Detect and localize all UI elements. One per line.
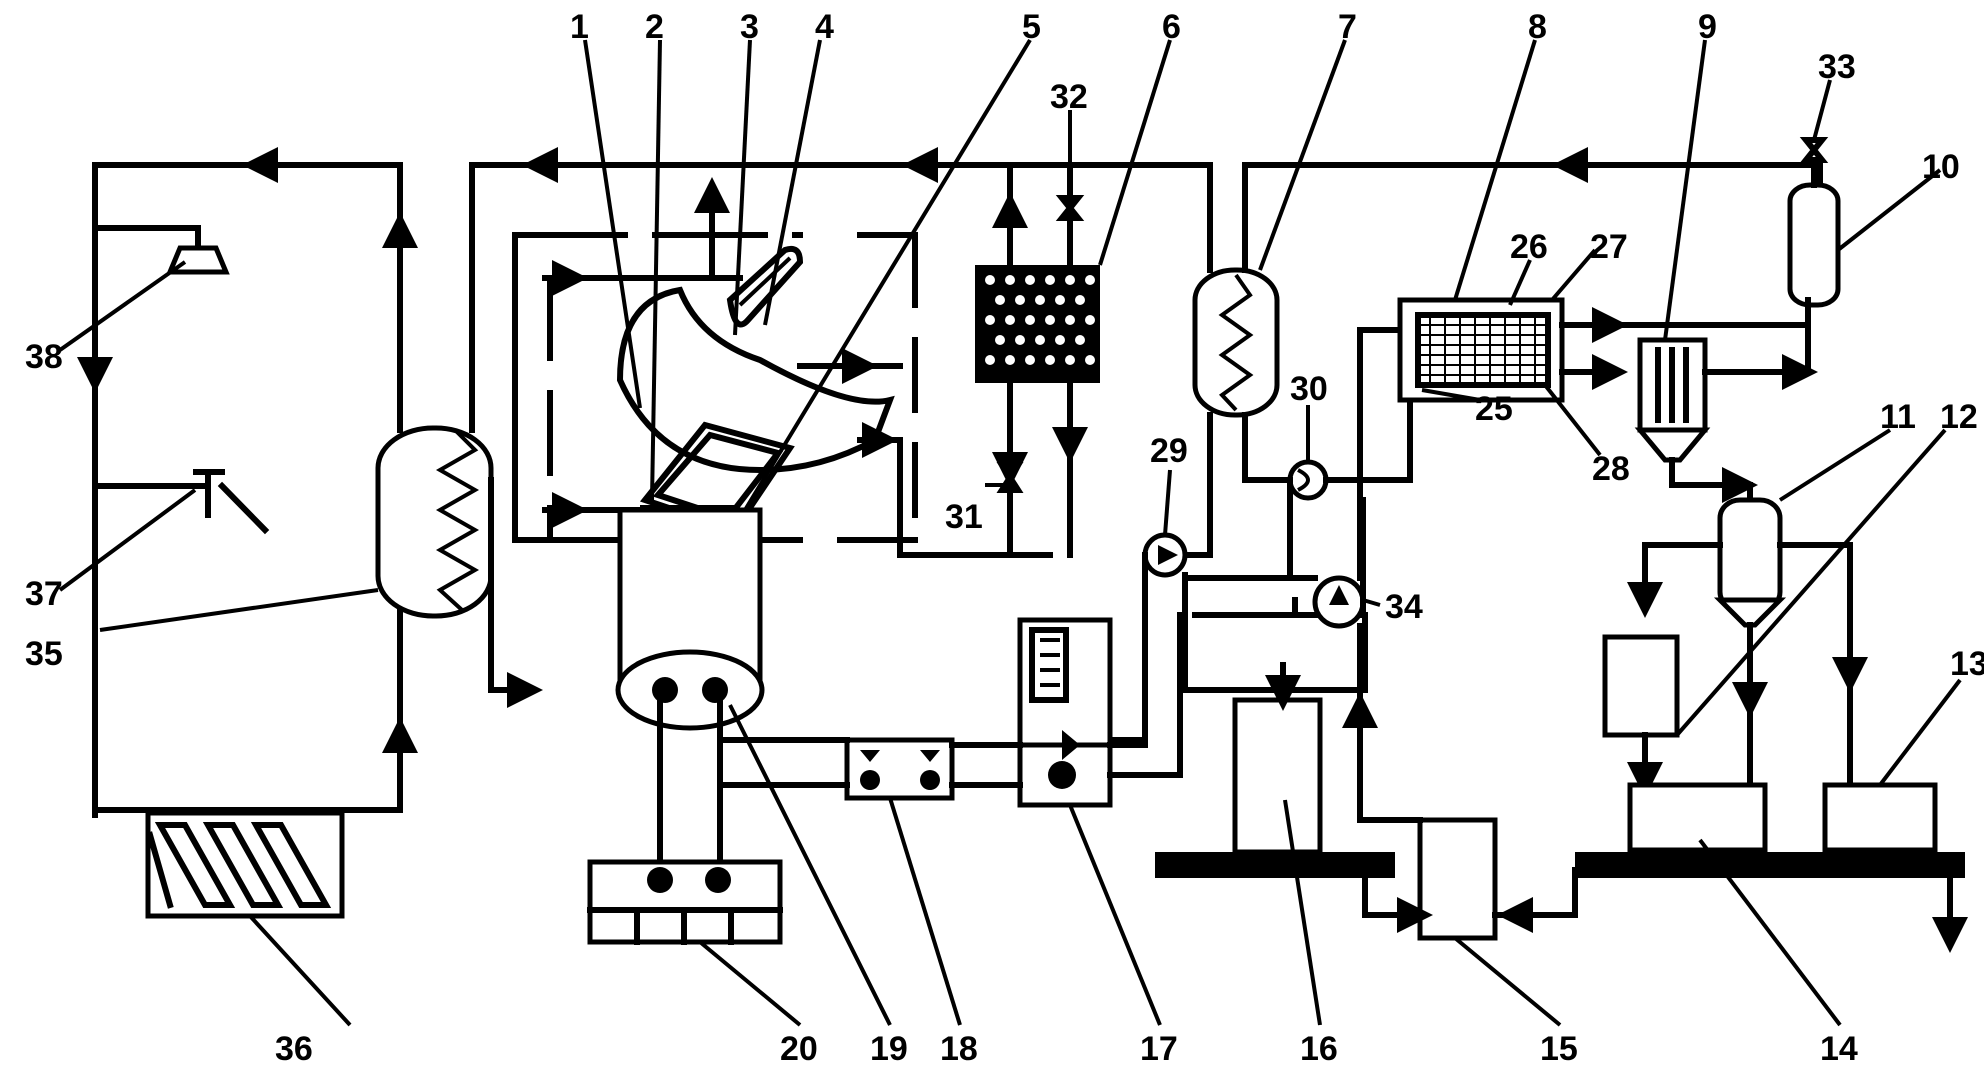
valve-33-icon[interactable]: [1799, 137, 1829, 163]
label-15: 15: [1540, 1030, 1578, 1066]
hot-water-loop: [77, 147, 418, 919]
label-27: 27: [1590, 228, 1628, 266]
dryer-8: [1397, 297, 1811, 403]
label-30: 30: [1290, 370, 1328, 408]
label-12: 12: [1940, 398, 1978, 436]
label-18: 18: [940, 1030, 978, 1066]
label-20: 20: [780, 1030, 818, 1066]
label-32: 32: [1050, 78, 1088, 116]
label-26: 26: [1510, 228, 1548, 266]
tank-13: [1822, 782, 1938, 853]
label-11: 11: [1880, 398, 1916, 436]
heat-storage-6: [975, 162, 1100, 558]
label-5: 5: [1022, 8, 1041, 46]
label-29: 29: [1150, 432, 1188, 470]
floor-heating-coil: [145, 810, 345, 919]
label-10: 10: [1922, 148, 1960, 186]
heat-exchanger-7: [1182, 147, 1823, 558]
callout-labels: 1 2 3 4 5 6 7 8 9 10 11 12 13 14 15 16 1…: [25, 8, 1984, 1066]
settler-11: [1575, 497, 1968, 953]
label-35: 35: [25, 635, 63, 673]
label-37: 37: [25, 575, 63, 613]
valve-31-icon[interactable]: [996, 462, 1024, 493]
reactor-enclosure: [512, 177, 1053, 731]
label-4: 4: [815, 8, 834, 46]
parabolic-trough-reflector: [616, 286, 895, 474]
label-19: 19: [870, 1030, 908, 1066]
heat-exchanger-35: [375, 147, 1213, 708]
label-25: 25: [1475, 390, 1513, 428]
label-17: 17: [1140, 1030, 1178, 1066]
label-31: 31: [945, 498, 983, 536]
label-8: 8: [1528, 8, 1547, 46]
label-16: 16: [1300, 1030, 1338, 1066]
separator-9: [1634, 337, 1818, 503]
tank-16: [1232, 697, 1323, 855]
label-6: 6: [1162, 8, 1181, 46]
label-36: 36: [275, 1030, 313, 1066]
label-38: 38: [25, 338, 63, 376]
storage-matrix: [975, 265, 1100, 383]
shower-head-icon: [166, 245, 230, 275]
label-1: 1: [570, 8, 589, 46]
mixer-15: [1155, 662, 1578, 941]
label-9: 9: [1698, 8, 1717, 46]
controller-blocks: [587, 612, 1183, 945]
tank-12: [1602, 634, 1680, 738]
tank-14: [1627, 782, 1768, 853]
label-14: 14: [1820, 1030, 1858, 1066]
label-7: 7: [1338, 8, 1357, 46]
tank-10: [1787, 137, 1841, 375]
label-28: 28: [1592, 450, 1630, 488]
label-13: 13: [1950, 645, 1984, 683]
valve-32-icon[interactable]: [1055, 195, 1085, 221]
label-3: 3: [740, 8, 759, 46]
label-34: 34: [1385, 588, 1423, 626]
label-2: 2: [645, 8, 664, 46]
label-33: 33: [1818, 48, 1856, 86]
leader-lines: [58, 38, 1962, 1027]
relay-18: [844, 737, 955, 801]
